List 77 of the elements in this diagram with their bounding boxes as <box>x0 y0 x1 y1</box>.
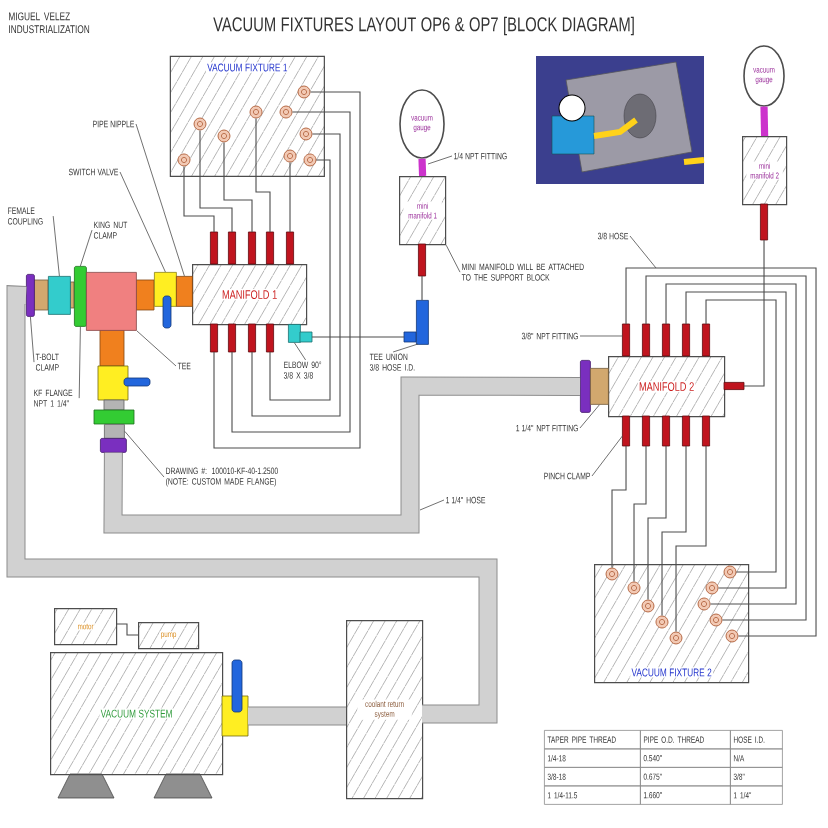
leader-line <box>294 342 306 361</box>
hose-clamp <box>580 360 591 413</box>
tube-line <box>251 133 341 417</box>
tube-line <box>269 159 331 401</box>
tee-union-fitting <box>403 300 429 345</box>
tube-line <box>685 291 787 589</box>
hose <box>248 706 346 726</box>
tube-line <box>743 239 765 387</box>
tube-line <box>289 161 291 233</box>
port-fitting <box>217 129 231 143</box>
port-fitting <box>249 105 263 119</box>
tube-line <box>421 275 423 301</box>
port-fitting <box>705 581 719 595</box>
port-fitting <box>725 629 739 643</box>
tube-line <box>665 283 797 605</box>
tube-line <box>647 445 667 601</box>
king-nut-clamp <box>74 266 87 327</box>
port-fitting <box>655 615 669 629</box>
pipe-nipple <box>176 276 193 307</box>
pipe-coupling <box>590 368 609 405</box>
hose <box>6 285 498 724</box>
tube-line <box>633 445 647 583</box>
port-fitting <box>283 149 297 163</box>
shaft-coupling <box>115 623 139 636</box>
tube-line <box>231 111 351 433</box>
tube-line <box>183 165 215 233</box>
port-fitting <box>279 105 293 119</box>
title: VACUUM FIXTURES LAYOUT OP6 & OP7 [BLOCK DIAGRAM] <box>213 16 634 36</box>
pipe-spacer <box>104 424 125 439</box>
leader-line <box>445 244 461 273</box>
leader-line <box>419 499 445 511</box>
elbow-fitting <box>288 324 313 343</box>
tube-line <box>705 299 777 573</box>
tube-line <box>213 91 361 449</box>
leader-line <box>119 171 166 273</box>
tube-line <box>311 336 405 338</box>
leader-line <box>392 343 419 353</box>
port-fitting <box>697 597 711 611</box>
leader-line <box>136 330 177 367</box>
tube-line <box>255 117 271 233</box>
leader-line <box>135 123 185 277</box>
leader-line <box>124 431 165 478</box>
port-fitting <box>193 117 207 131</box>
female-coupling <box>48 276 71 315</box>
tube-line <box>223 141 253 233</box>
tube-line <box>675 445 707 633</box>
leader-line <box>591 435 623 477</box>
tube-line <box>611 445 627 569</box>
port-fitting <box>297 85 311 99</box>
leader-line <box>579 335 623 337</box>
leader-line <box>629 235 657 269</box>
leader-line <box>579 404 600 429</box>
tube-line <box>199 129 233 233</box>
ball-valve <box>154 272 177 329</box>
port-fitting <box>723 565 737 579</box>
port-fitting <box>709 613 723 627</box>
leader-line <box>80 229 93 267</box>
port-fitting <box>641 599 655 613</box>
tube-line <box>661 445 687 617</box>
leader-line <box>78 326 81 399</box>
port-fitting <box>627 581 641 595</box>
hose-clamp <box>100 438 127 453</box>
tube-line <box>645 275 807 621</box>
leader-line <box>30 316 35 363</box>
leader-line <box>52 215 60 277</box>
hose <box>103 376 581 534</box>
port-fitting <box>605 567 619 581</box>
t-bolt-clamp <box>26 274 35 317</box>
fitting-pipe <box>418 158 427 177</box>
tee-fitting <box>86 272 137 331</box>
port-fitting <box>669 631 683 645</box>
tube-line <box>625 267 817 637</box>
port-fitting <box>303 153 317 167</box>
port-fitting <box>177 153 191 167</box>
fitting-pipe <box>760 106 769 137</box>
leader-line <box>427 155 453 165</box>
port-fitting <box>299 127 313 141</box>
